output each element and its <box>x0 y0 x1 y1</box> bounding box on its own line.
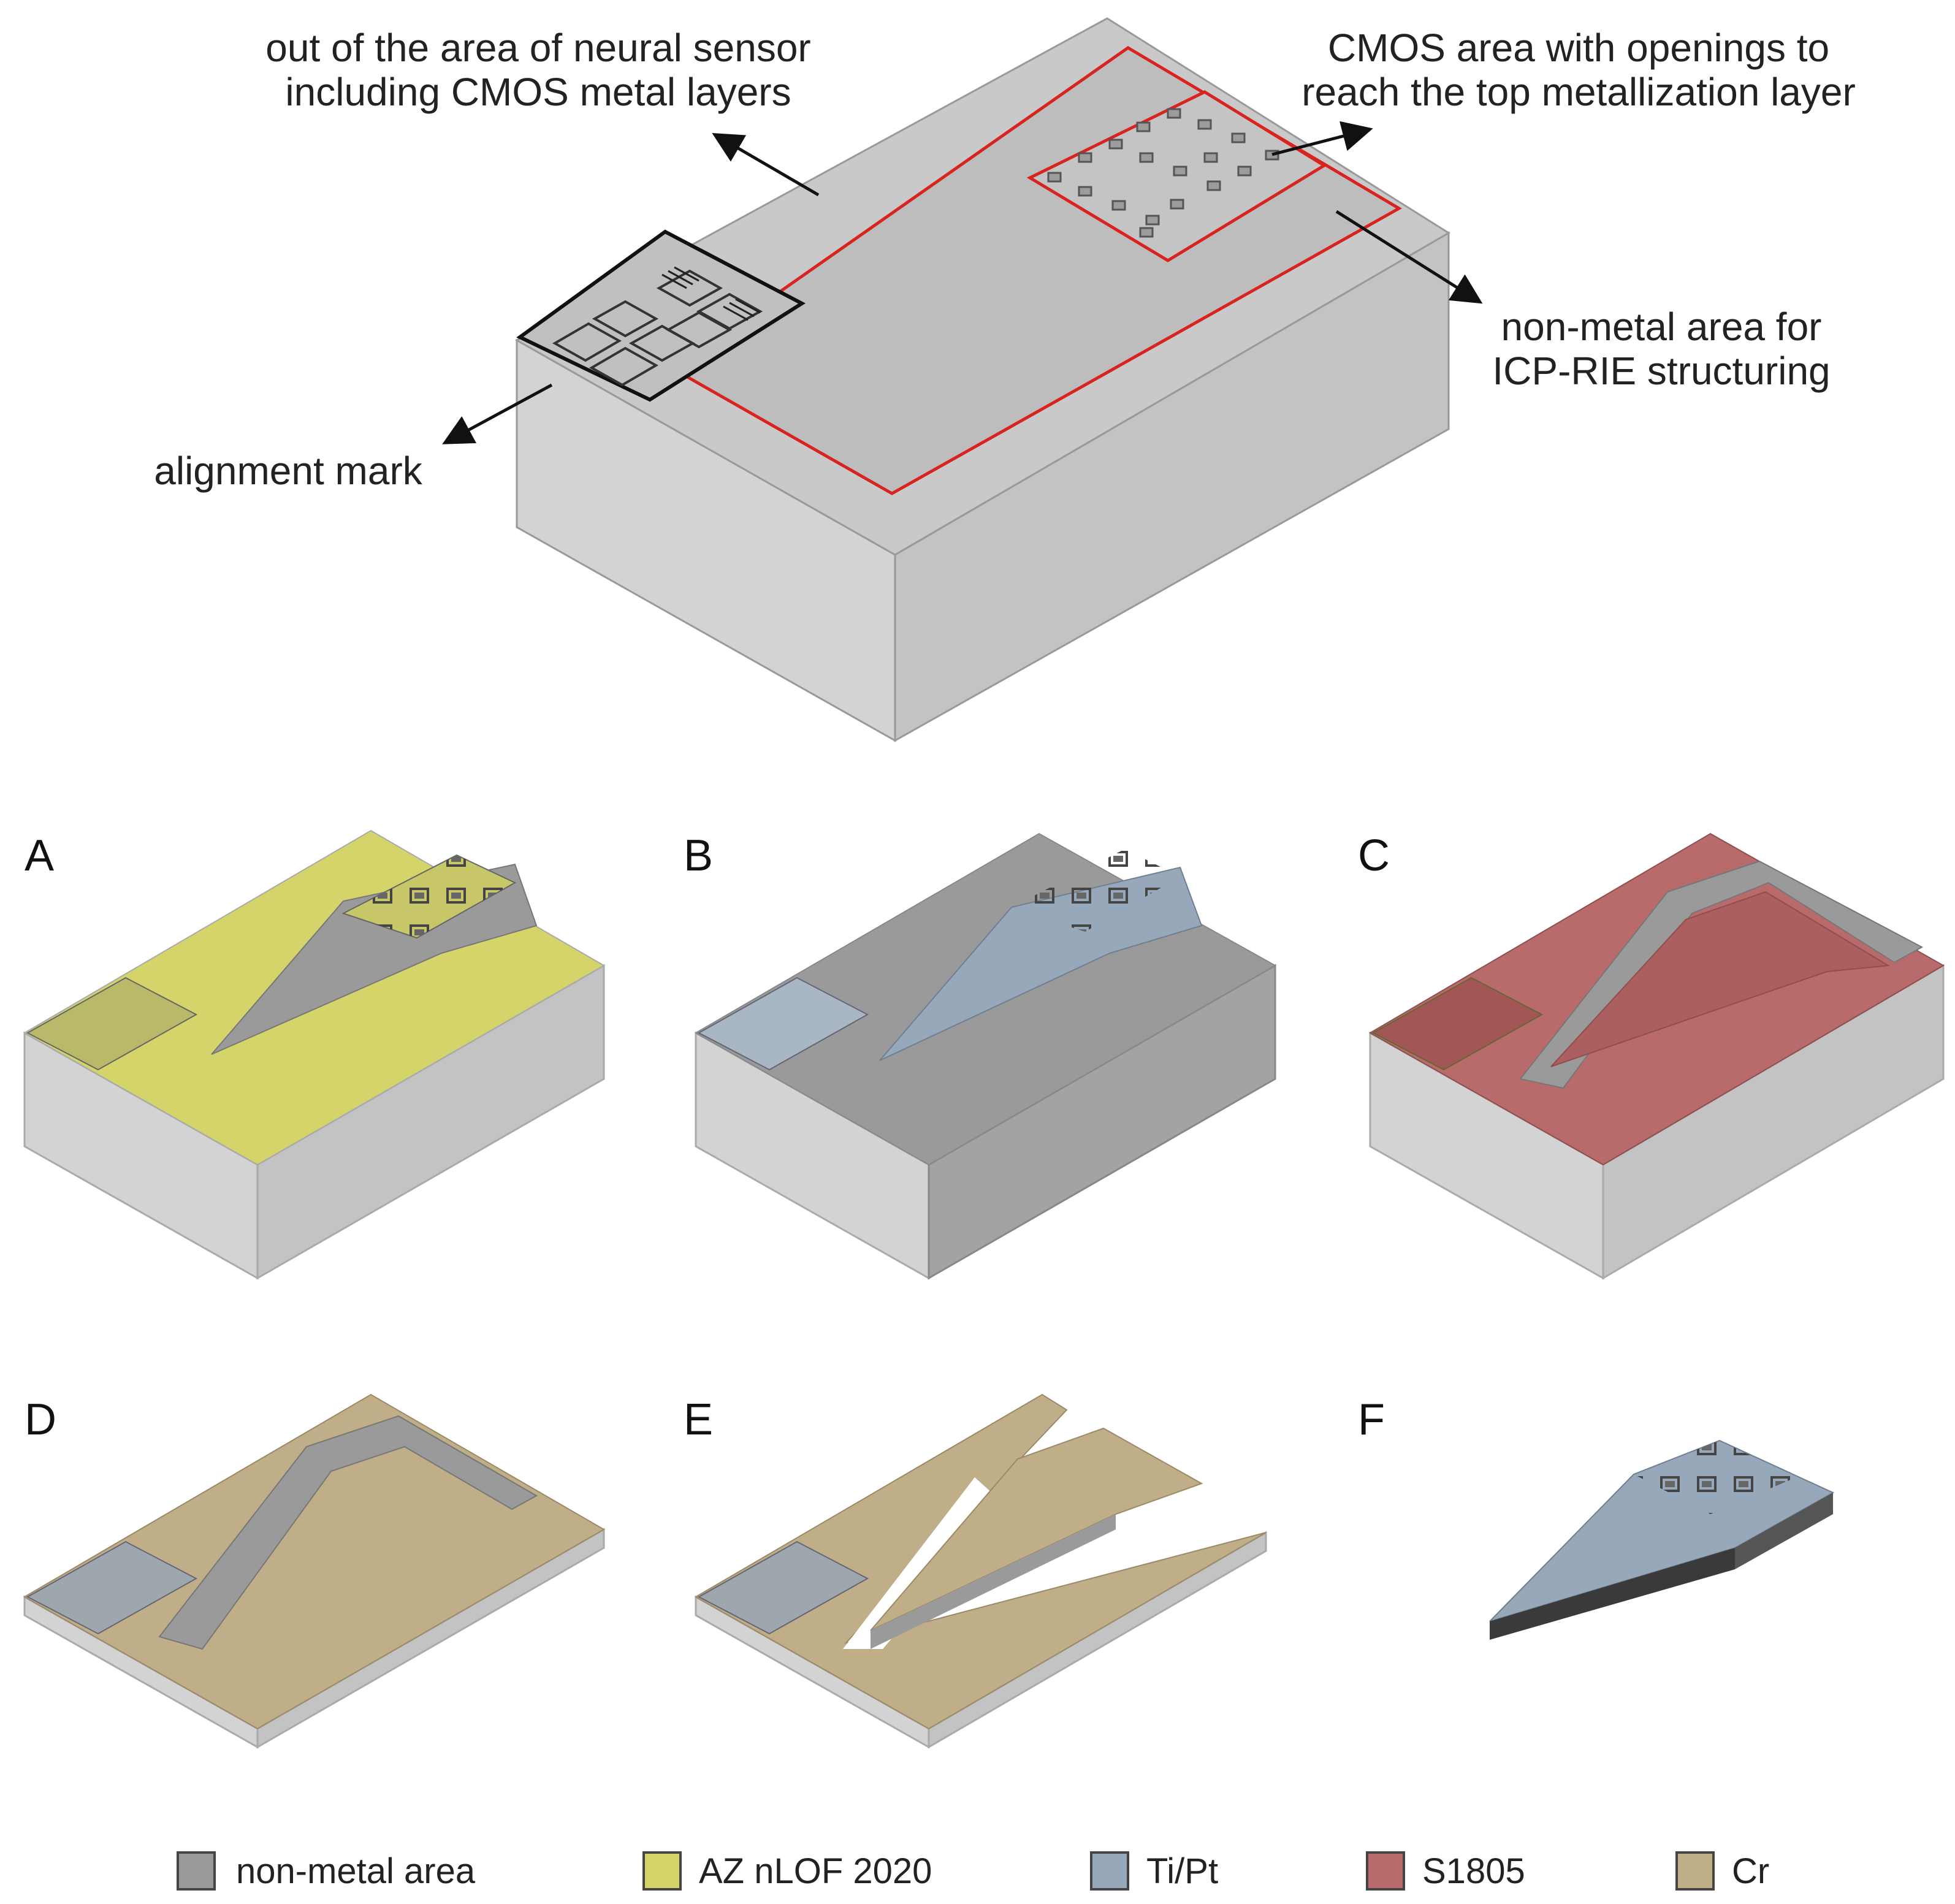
arrow-outside-area <box>712 132 820 197</box>
panel-d: D <box>23 1393 606 1749</box>
panel-b-cmos-holes <box>1012 849 1180 932</box>
panel-f: F <box>1358 1395 1835 1640</box>
annotation-outside-line2: including CMOS metal layers <box>285 70 791 114</box>
annotation-cmos-line1: CMOS area with openings to <box>1328 26 1829 70</box>
annotation-alignment-mark: alignment mark <box>154 449 423 493</box>
legend: non-metal area AZ nLOF 2020 Ti/Pt S1805 … <box>177 1851 1769 1891</box>
panel-f-probe-back-wall <box>1735 1493 1833 1569</box>
legend-label-az-nlof: AZ nLOF 2020 <box>699 1851 932 1891</box>
legend-swatch-nonmetal <box>177 1851 216 1891</box>
legend-swatch-az-nlof <box>642 1851 682 1891</box>
panel-label-c: C <box>1358 831 1390 880</box>
panel-e: E <box>684 1393 1267 1749</box>
panel-e-alignment-mark <box>697 1540 869 1635</box>
legend-label-cr: Cr <box>1732 1851 1769 1891</box>
panel-a-cmos-holes <box>343 855 515 938</box>
panel-label-b: B <box>684 831 713 880</box>
overview-chip-block <box>514 17 1450 742</box>
panel-c: C <box>1358 831 1945 1280</box>
arrow-cmos-area <box>1271 121 1373 156</box>
panel-b-alignment-mark <box>697 977 869 1071</box>
annotation-nonmetal-line2: ICP-RIE structuring <box>1492 349 1830 393</box>
legend-label-s1805: S1805 <box>1422 1851 1525 1891</box>
arrow-alignment-mark <box>442 383 553 444</box>
legend-swatch-cr <box>1675 1851 1715 1891</box>
panel-a: A <box>23 829 606 1280</box>
overview-annotations: out of the area of neural sensor includi… <box>154 26 1856 493</box>
panel-label-f: F <box>1358 1395 1385 1444</box>
panel-c-shank-resist <box>1550 891 1891 1067</box>
panel-f-probe-sidewall <box>1490 1548 1735 1640</box>
panel-a-alignment-mark <box>26 977 198 1071</box>
panel-label-d: D <box>25 1395 56 1444</box>
panel-b-tipt-shank <box>879 866 1203 1061</box>
annotation-arrows <box>442 121 1483 444</box>
legend-label-nonmetal: non-metal area <box>236 1851 476 1891</box>
annotation-nonmetal-line1: non-metal area for <box>1501 305 1822 349</box>
panel-e-shank-sidewall <box>871 1514 1116 1649</box>
panel-d-alignment-mark <box>26 1540 198 1635</box>
arrow-nonmetal-area <box>1335 210 1483 304</box>
legend-label-tipt: Ti/Pt <box>1146 1851 1218 1891</box>
panel-c-alignment-mark <box>1371 977 1544 1071</box>
legend-swatch-tipt <box>1090 1851 1129 1891</box>
legend-swatch-s1805 <box>1366 1851 1405 1891</box>
panel-label-e: E <box>684 1395 713 1444</box>
panel-e-cr-top <box>694 1393 1267 1730</box>
panel-label-a: A <box>25 831 54 880</box>
panel-d-trench <box>158 1415 538 1650</box>
panel-f-cmos-holes <box>1634 1441 1796 1514</box>
annotation-cmos-line2: reach the top metallization layer <box>1301 70 1856 114</box>
annotation-outside-line1: out of the area of neural sensor <box>265 26 810 70</box>
alignment-mark-lines <box>661 266 761 321</box>
panel-b: B <box>684 831 1277 1280</box>
